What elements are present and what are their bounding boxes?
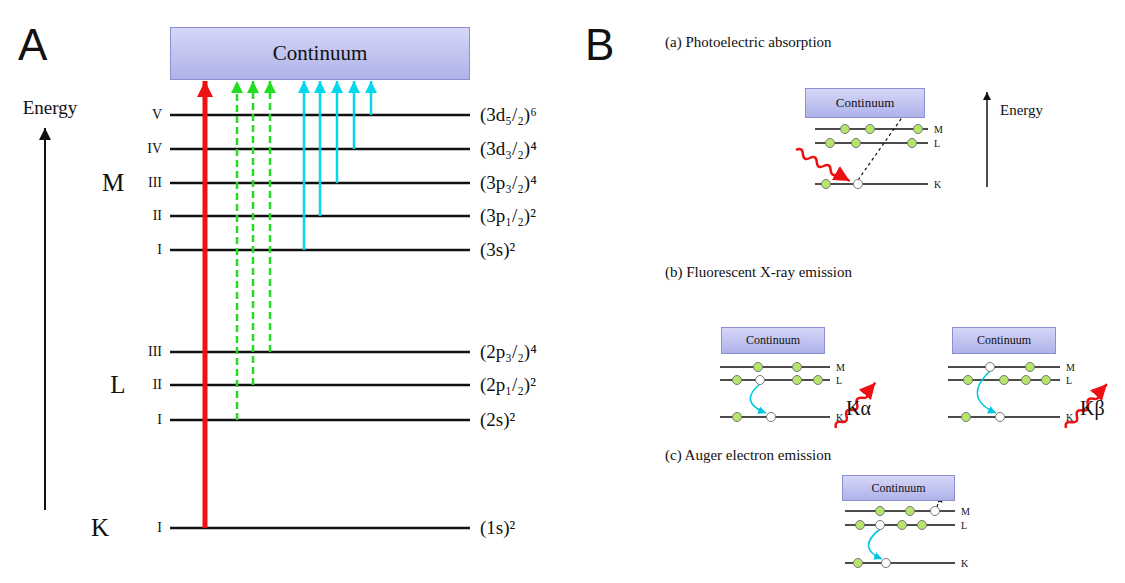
l-edge-arrows (237, 81, 270, 420)
continuum-box: Continuum (721, 327, 825, 354)
orbital-label: (2p₁/₂)² (480, 375, 536, 396)
continuum-box: Continuum (805, 88, 925, 118)
k-edge-arrow (203, 81, 208, 528)
photon-wave (1064, 382, 1109, 430)
energy-axis (44, 128, 46, 510)
orbital-label: (1s)² (480, 518, 515, 539)
orbital-label: (2s)² (480, 410, 515, 431)
energy-axis (986, 92, 988, 187)
shell-name: L (961, 520, 967, 531)
m-edge-arrows (304, 81, 371, 250)
shell-name: M (934, 124, 943, 135)
subshell-number: IV (147, 141, 162, 156)
shell-name: K (91, 514, 109, 542)
process-title: (c) Auger electron emission (665, 447, 831, 464)
subshell-number: V (152, 107, 162, 122)
transition-curve (868, 529, 882, 559)
subshell-number: I (157, 412, 162, 427)
shell-name: K (1066, 412, 1073, 423)
shell-lines (815, 129, 928, 184)
orbital-label: (3d₅/₂)⁶ (480, 105, 537, 126)
shell-name: K (836, 412, 843, 423)
subshell-number: I (157, 242, 162, 257)
continuum-box: Continuum (170, 27, 470, 80)
photon-wave (834, 381, 878, 430)
shell-name: L (934, 138, 940, 149)
panel-letter: A (18, 21, 47, 69)
shell-name: M (836, 362, 845, 373)
shell-name: M (102, 169, 124, 197)
continuum-label: Continuum (836, 95, 895, 111)
photon-wave (795, 147, 852, 183)
shell-name: M (1066, 362, 1075, 373)
subshell-number: II (153, 208, 162, 223)
continuum-label: Continuum (273, 41, 368, 66)
subshell-number: I (157, 520, 162, 535)
axis-label: Energy (1000, 102, 1043, 119)
shell-name: K (961, 558, 968, 569)
shell-name: M (961, 506, 970, 517)
process-title: (b) Fluorescent X-ray emission (665, 264, 852, 281)
shell-name: L (110, 371, 125, 399)
transition-curve (977, 371, 996, 413)
subshell-number: III (148, 175, 162, 190)
shell-lines (720, 367, 1060, 417)
orbital-label: (3s)² (480, 240, 515, 261)
orbital-label: (3d₃/₂)⁴ (480, 139, 537, 160)
line-name: Kα (846, 397, 871, 419)
shell-name: L (836, 375, 842, 386)
subshell-number: III (148, 344, 162, 359)
orbital-label: (2p₃/₂)⁴ (480, 342, 537, 363)
process-title: (a) Photoelectric absorption (665, 34, 832, 51)
line-name: Kβ (1080, 397, 1105, 419)
shell-name: L (1066, 375, 1072, 386)
orbital-label: (3p₃/₂)⁴ (480, 173, 537, 194)
transition-curve (750, 384, 766, 413)
continuum-label: Continuum (977, 333, 1031, 348)
electrons (733, 363, 1051, 422)
continuum-box: Continuum (952, 327, 1056, 354)
continuum-box: Continuum (842, 475, 955, 501)
subshell-number: II (153, 377, 162, 392)
orbital-label: (3p₁/₂)² (480, 206, 536, 227)
panel-letter: B (585, 21, 614, 69)
continuum-label: Continuum (746, 333, 800, 348)
axis-label: Energy (23, 98, 78, 119)
continuum-label: Continuum (871, 481, 925, 496)
shell-name: K (934, 179, 941, 190)
shell-lines (845, 511, 955, 563)
